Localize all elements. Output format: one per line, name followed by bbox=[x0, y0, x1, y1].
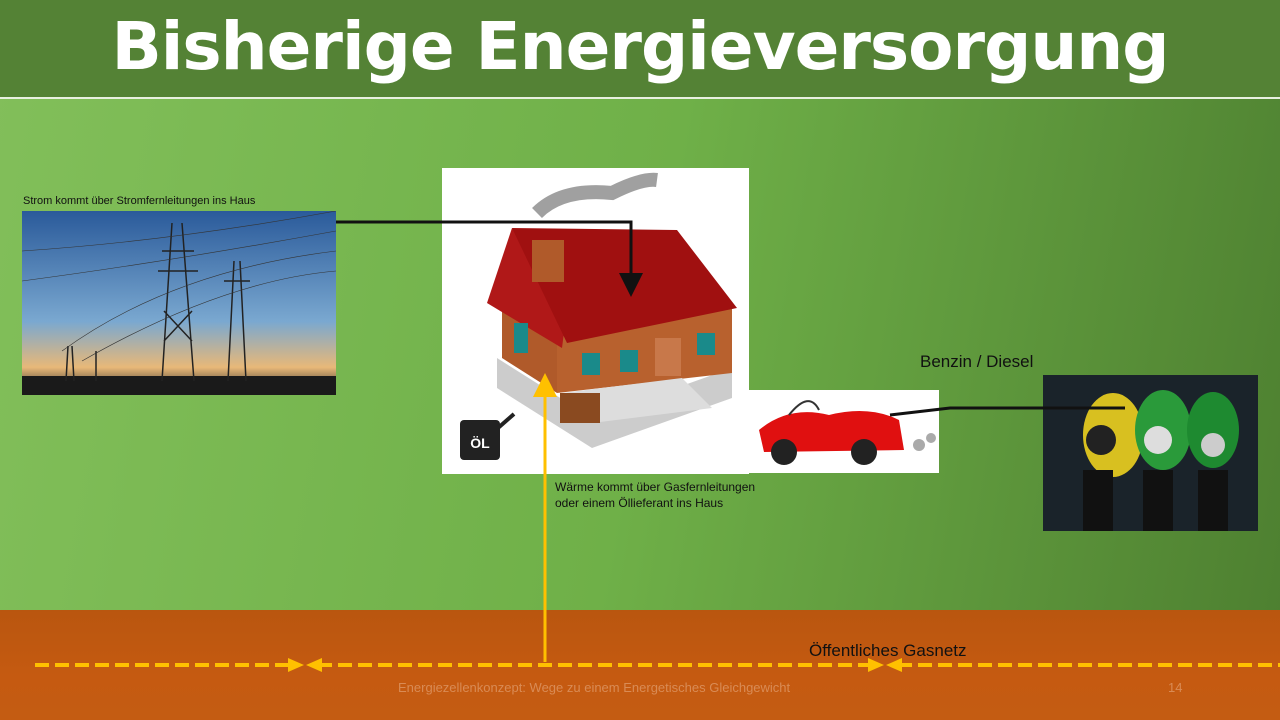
fuel-pump-image bbox=[1043, 375, 1258, 531]
footer-text: Energiezellenkonzept: Wege zu einem Ener… bbox=[398, 680, 791, 695]
waerme-label-line1: Wärme kommt über Gasfernleitungen bbox=[555, 480, 756, 494]
waerme-label-line2: oder einem Öllieferant ins Haus bbox=[555, 496, 724, 510]
page-number: 14 bbox=[1168, 680, 1183, 695]
gas-arrowheads bbox=[288, 658, 902, 672]
fuel-label: Benzin / Diesel bbox=[920, 352, 1034, 371]
electricity-connector bbox=[336, 220, 643, 297]
power-lines-image bbox=[22, 211, 336, 395]
gasnetz-label: Öffentliches Gasnetz bbox=[809, 641, 967, 660]
slide-title: Bisherige Energieversorgung bbox=[111, 8, 1169, 85]
oil-can-label: ÖL bbox=[470, 435, 490, 451]
fuel-connector bbox=[889, 406, 1125, 417]
strom-label: Strom kommt über Stromfernleitungen ins … bbox=[23, 195, 256, 207]
title-bar: Bisherige Energieversorgung bbox=[0, 0, 1280, 99]
car-image bbox=[749, 390, 939, 473]
house-image: ÖL bbox=[442, 168, 749, 474]
oil-can-icon: ÖL bbox=[450, 408, 518, 464]
